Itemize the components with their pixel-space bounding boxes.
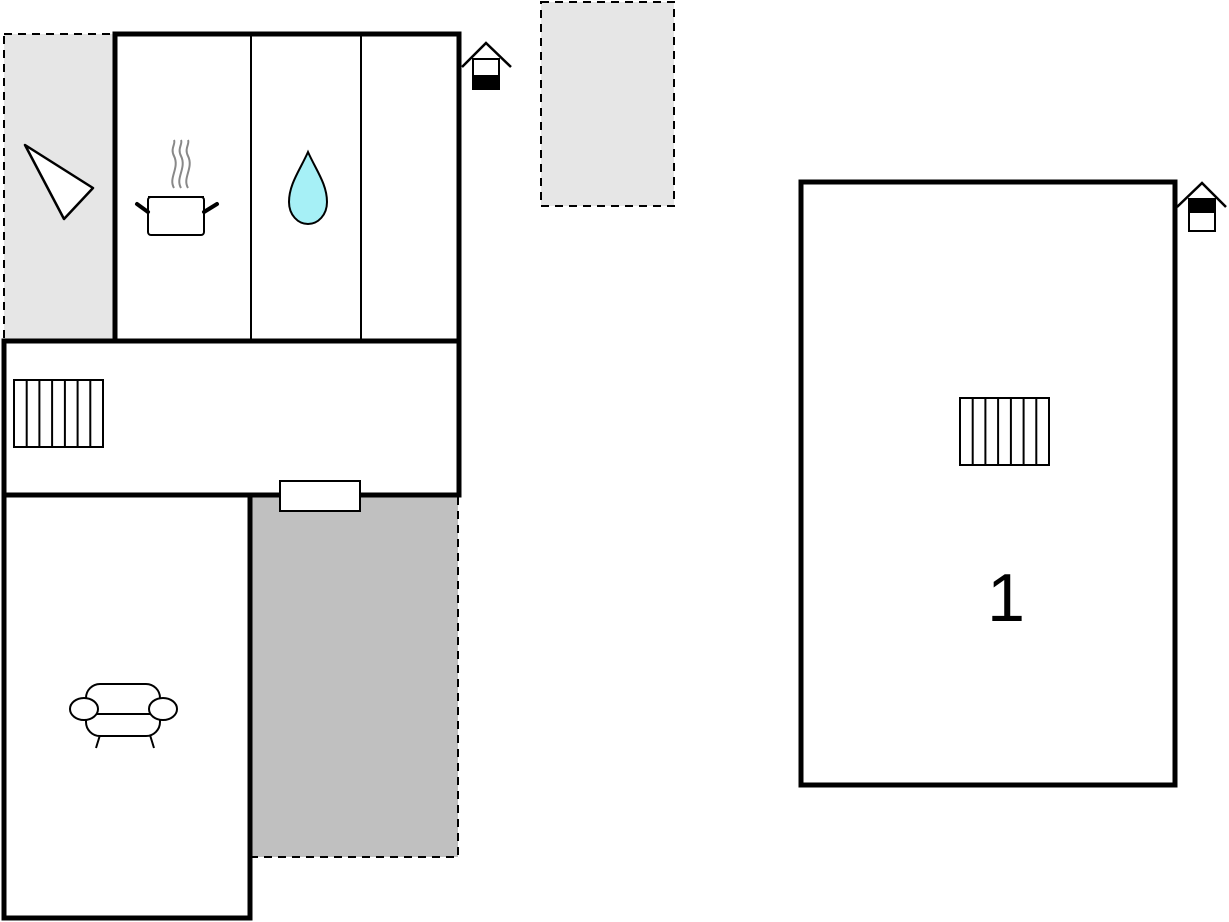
terrace-icon <box>23 143 95 221</box>
patio-area <box>249 494 459 858</box>
entrance-house-icon <box>461 41 512 90</box>
ground-floor-plan <box>1 1 675 921</box>
upper-floor-plan: 1 <box>798 179 1227 788</box>
sofa-icon <box>69 683 178 749</box>
water-drop-icon <box>287 149 329 226</box>
door-opening <box>279 480 361 512</box>
upper-floor-walls <box>798 179 1178 788</box>
outdoor-area-top <box>540 1 675 207</box>
cooking-pot-icon <box>135 139 219 236</box>
floor-number-label: 1 <box>987 560 1025 636</box>
top-block-walls <box>112 31 462 344</box>
stairs-icon <box>13 379 104 448</box>
stairs-icon <box>959 397 1050 466</box>
entrance-house-icon <box>1176 181 1227 232</box>
